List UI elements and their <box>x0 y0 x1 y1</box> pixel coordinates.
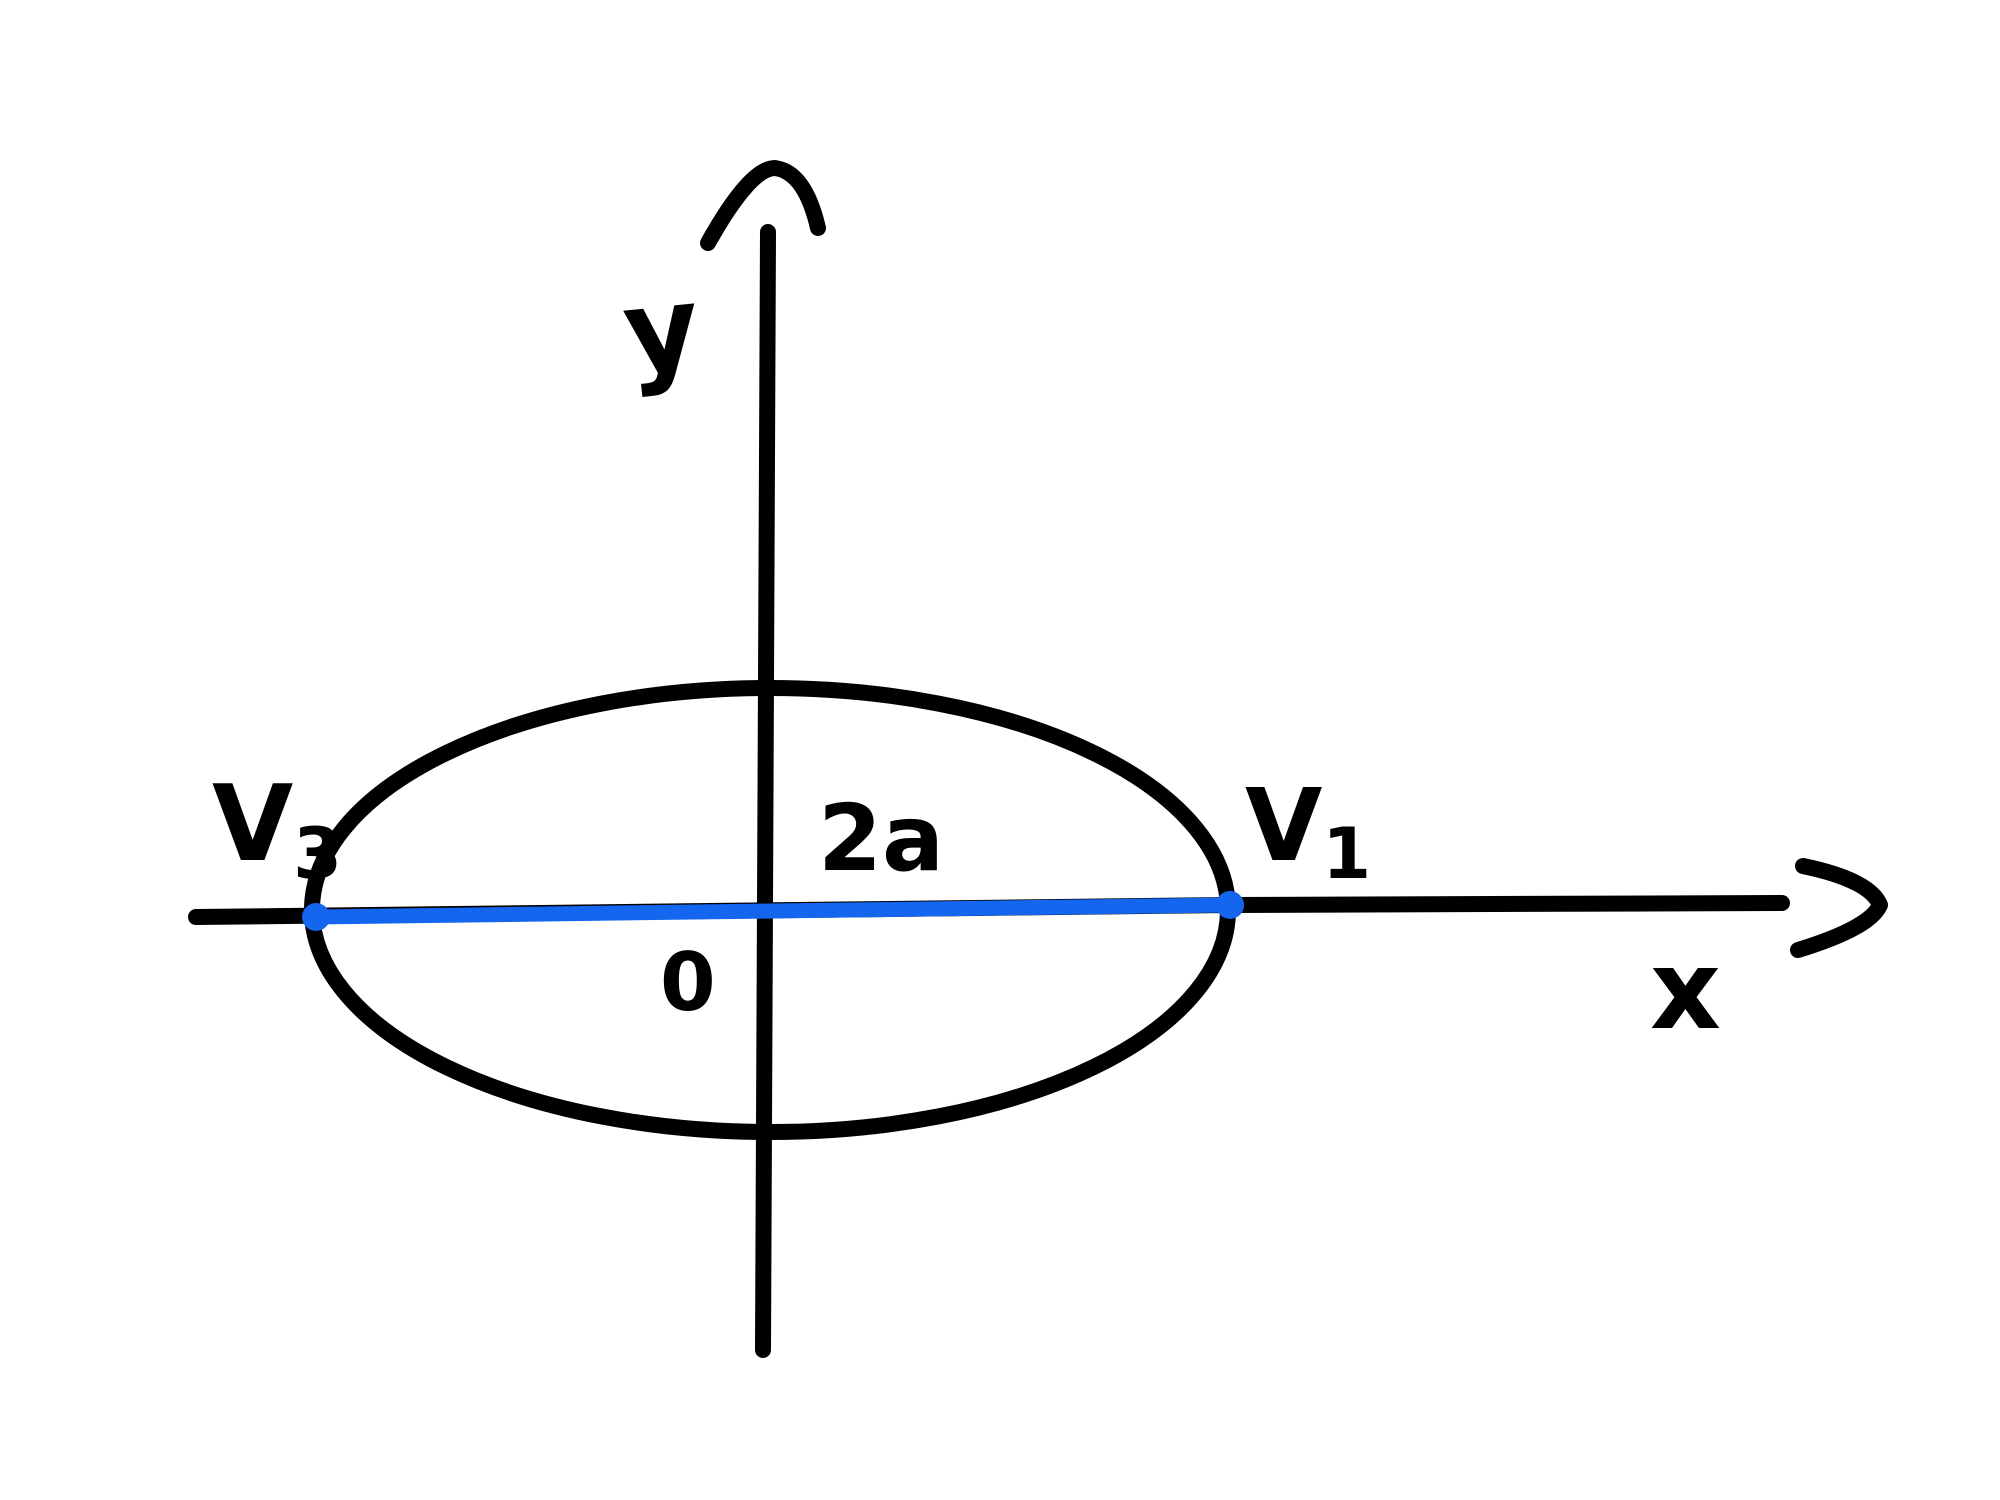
x-axis-arrowhead <box>1790 858 1888 958</box>
x-axis-label: x <box>1650 926 1721 1054</box>
vertex-right-subscript: 1 <box>1322 813 1371 895</box>
vertex-right-letter: V <box>1245 767 1322 884</box>
vertex-left-label: V3 <box>212 763 342 895</box>
vertex-right-point <box>1216 891 1244 919</box>
vertex-right-label: V1 <box>1245 767 1371 895</box>
vertex-left-subscript: 3 <box>293 813 342 895</box>
vertex-left-point <box>302 903 330 931</box>
major-axis-segment <box>308 897 1238 925</box>
y-axis-line <box>755 224 776 1358</box>
y-axis-label: y <box>617 260 706 401</box>
major-axis-label: 2a <box>818 785 944 892</box>
vertex-left-letter: V <box>212 763 293 885</box>
y-axis-arrowhead <box>700 160 826 251</box>
origin-label: 0 <box>660 936 716 1029</box>
